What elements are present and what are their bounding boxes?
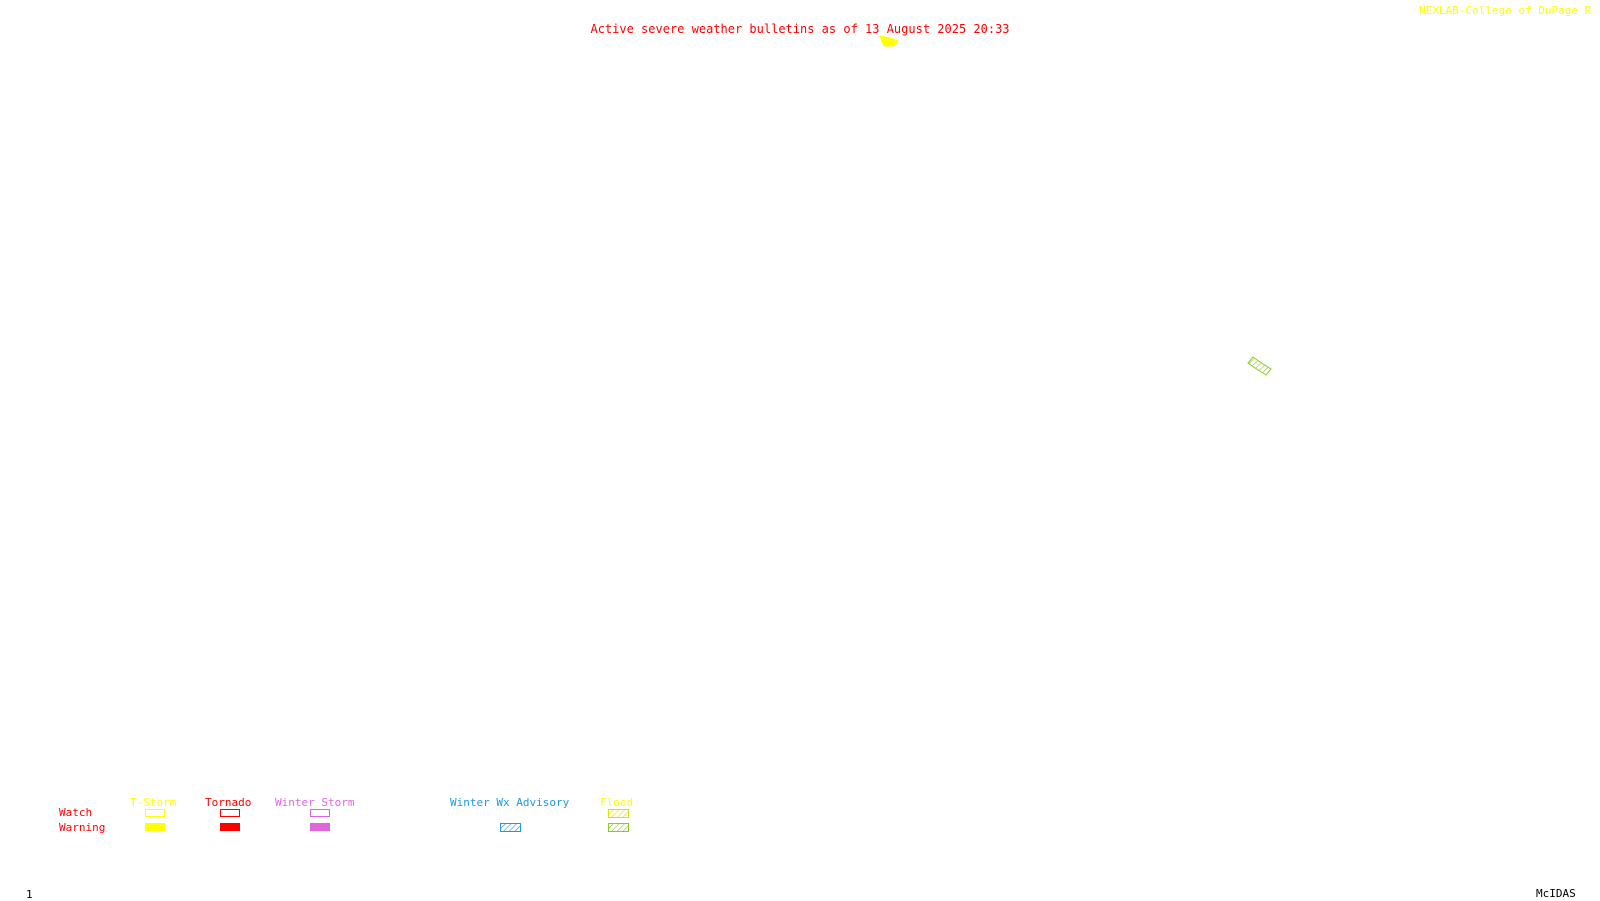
legend-tstorm-label: T-Storm: [130, 796, 177, 809]
legend-watch-label: Watch: [59, 806, 93, 819]
legend-winter-wx-advisory-swatch: [500, 823, 521, 832]
legend-winter-storm-warning-swatch: [310, 823, 330, 831]
legend-winter-wx-advisory-label: Winter Wx Advisory: [450, 796, 570, 809]
legend-flood-watch-swatch: [608, 809, 629, 818]
legend-flood-warning-swatch: [608, 823, 629, 832]
software-label: McIDAS: [1536, 887, 1576, 900]
flood-warning-polygon: [1247, 356, 1272, 376]
legend-tstorm-watch-swatch: [145, 809, 165, 817]
frame-number: 1: [26, 888, 33, 901]
map-credit: NEXLAB-College of DuPage R: [1419, 4, 1592, 17]
page-title: Active severe weather bulletins as of 13…: [590, 22, 1010, 36]
legend-warning-label: Warning: [59, 821, 106, 834]
legend-winter-storm-watch-swatch: [310, 809, 330, 817]
legend-tornado-warning-swatch: [220, 823, 240, 831]
tstorm-warning-polygon: [879, 35, 899, 47]
legend-tornado-label: Tornado: [205, 796, 252, 809]
legend-tstorm-warning-swatch: [145, 823, 165, 831]
legend-flood-label: Flood: [600, 796, 634, 809]
legend-tornado-watch-swatch: [220, 809, 240, 817]
legend-winter-storm-label: Winter Storm: [275, 796, 355, 809]
